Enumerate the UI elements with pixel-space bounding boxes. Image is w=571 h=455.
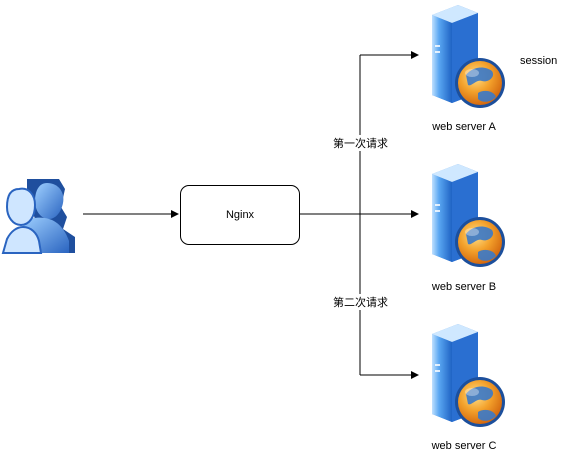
server-c-label: web server C (431, 440, 497, 452)
session-label: session (520, 55, 558, 67)
users-icon (2, 178, 76, 254)
server-b-icon (432, 164, 505, 267)
server-a-label: web server A (432, 121, 496, 133)
server-c-icon (432, 324, 505, 427)
nginx-label: Nginx (225, 209, 255, 221)
nginx-node: Nginx (180, 185, 300, 245)
server-b-label: web server B (431, 281, 497, 293)
server-a-icon (432, 5, 505, 108)
first-request-label: 第一次请求 (331, 135, 390, 151)
second-request-label: 第二次请求 (331, 294, 390, 310)
